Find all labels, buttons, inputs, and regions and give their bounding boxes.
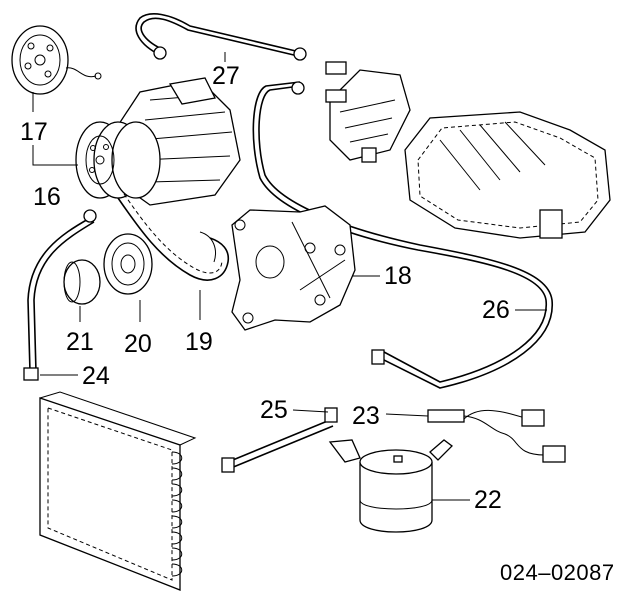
callout-23: 23 bbox=[352, 402, 380, 430]
callout-16: 16 bbox=[33, 183, 61, 211]
leader-lines bbox=[32, 52, 547, 501]
compressor-part bbox=[75, 77, 241, 206]
callout-19: 19 bbox=[185, 328, 213, 356]
diagram-reference-number: 024–02087 bbox=[500, 560, 615, 585]
pressure-switch-part bbox=[427, 409, 566, 463]
pulley-part bbox=[103, 233, 153, 295]
long-hose-part bbox=[252, 81, 553, 389]
receiver-drier-part bbox=[328, 439, 453, 533]
callout-24: 24 bbox=[82, 362, 110, 390]
expansion-valve-part bbox=[325, 61, 411, 163]
discharge-hose-part bbox=[221, 407, 338, 473]
callout-21: 21 bbox=[66, 328, 94, 356]
callout-22: 22 bbox=[474, 486, 502, 514]
upper-hose-part bbox=[135, 13, 307, 61]
drive-belt-part bbox=[117, 193, 230, 281]
clutch-plate-part bbox=[11, 25, 102, 95]
callout-27: 27 bbox=[212, 62, 240, 90]
callout-20: 20 bbox=[124, 330, 152, 358]
callout-25: 25 bbox=[260, 396, 288, 424]
condenser-part bbox=[39, 391, 197, 591]
mounting-bracket-part bbox=[231, 205, 356, 331]
evaporator-housing-part bbox=[404, 111, 611, 239]
callout-17: 17 bbox=[20, 118, 48, 146]
callout-26: 26 bbox=[482, 296, 510, 324]
callout-18: 18 bbox=[384, 262, 412, 290]
clutch-coil-part bbox=[63, 259, 101, 305]
small-hose-part bbox=[23, 209, 97, 381]
